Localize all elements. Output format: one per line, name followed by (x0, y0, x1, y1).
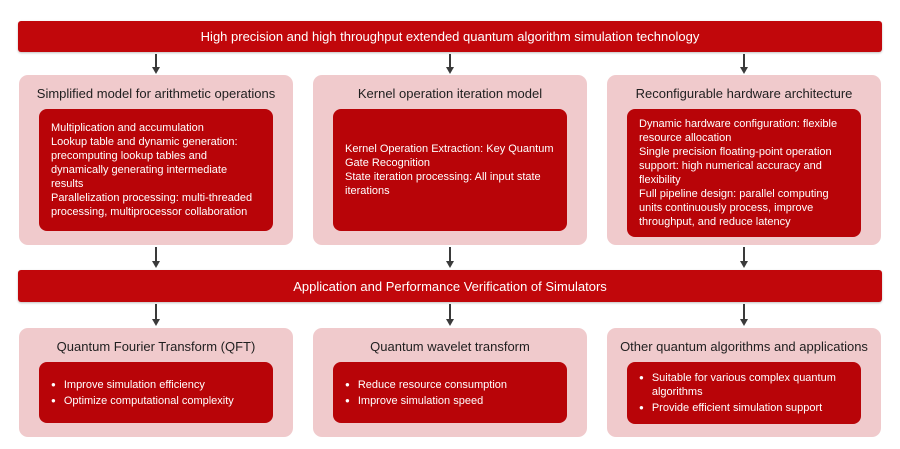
card-line: Multiplication and accumulation (51, 122, 204, 134)
card-qft: Quantum Fourier Transform (QFT) ● Improv… (19, 328, 293, 437)
card-body: ● Suitable for various complex quantum a… (627, 362, 861, 424)
down-arrow-icon (738, 247, 750, 268)
bullet-text: Improve simulation efficiency (63, 378, 205, 391)
bullet-item: ● Suitable for various complex quantum a… (639, 371, 849, 399)
card-line: Full pipeline design: parallel computing… (639, 188, 829, 228)
card-line: Dynamic hardware configuration: flexible… (639, 118, 838, 144)
card-body: Dynamic hardware configuration: flexible… (627, 109, 861, 237)
card-other-algorithms: Other quantum algorithms and application… (607, 328, 881, 437)
down-arrow-icon (444, 54, 456, 74)
card-wavelet-transform: Quantum wavelet transform ● Reduce resou… (313, 328, 587, 437)
card-line: Kernel Operation Extraction: Key Quantum… (345, 143, 554, 169)
bullet-icon: ● (345, 379, 350, 389)
card-title: Quantum Fourier Transform (QFT) (56, 339, 256, 354)
bullet-text: Reduce resource consumption (357, 378, 508, 391)
bullet-text: Suitable for various complex quantum alg… (651, 372, 836, 398)
card-title: Simplified model for arithmetic operatio… (36, 86, 276, 101)
bullet-icon: ● (51, 395, 56, 405)
card-line: Lookup table and dynamic generation: pre… (51, 136, 238, 190)
down-arrow-icon (150, 247, 162, 268)
down-arrow-icon (444, 304, 456, 326)
bullet-text: Improve simulation speed (357, 394, 484, 407)
middle-banner-label: Application and Performance Verification… (293, 278, 607, 294)
down-arrow-icon (150, 54, 162, 74)
down-arrow-icon (738, 304, 750, 326)
card-body: Kernel Operation Extraction: Key Quantum… (333, 109, 567, 231)
card-line: Parallelization processing: multi-thread… (51, 192, 253, 218)
card-title: Other quantum algorithms and application… (620, 339, 868, 354)
card-title: Quantum wavelet transform (370, 339, 530, 354)
card-body: ● Reduce resource consumption ● Improve … (333, 362, 567, 423)
card-body: Multiplication and accumulation Lookup t… (39, 109, 273, 231)
bullet-item: ● Provide efficient simulation support (639, 401, 849, 415)
card-simplified-model: Simplified model for arithmetic operatio… (19, 75, 293, 245)
bullet-icon: ● (639, 403, 644, 412)
bullet-item: ● Improve simulation speed (345, 394, 555, 408)
card-title: Reconfigurable hardware architecture (635, 86, 853, 101)
card-kernel-operation: Kernel operation iteration model Kernel … (313, 75, 587, 245)
bullet-icon: ● (345, 395, 350, 405)
bullet-text: Optimize computational complexity (63, 394, 234, 407)
card-line: State iteration processing: All input st… (345, 171, 541, 197)
card-title: Kernel operation iteration model (357, 86, 543, 101)
middle-banner: Application and Performance Verification… (18, 270, 882, 302)
bullet-item: ● Optimize computational complexity (51, 394, 261, 408)
card-reconfigurable-hardware: Reconfigurable hardware architecture Dyn… (607, 75, 881, 245)
bullet-icon: ● (51, 379, 56, 389)
bullet-icon: ● (639, 373, 644, 382)
bullet-item: ● Reduce resource consumption (345, 378, 555, 392)
down-arrow-icon (150, 304, 162, 326)
top-banner: High precision and high throughput exten… (18, 21, 882, 52)
top-banner-label: High precision and high throughput exten… (200, 29, 700, 44)
card-line: Single precision floating-point operatio… (639, 146, 832, 186)
bullet-text: Provide efficient simulation support (651, 402, 823, 414)
bullet-item: ● Improve simulation efficiency (51, 378, 261, 392)
card-body: ● Improve simulation efficiency ● Optimi… (39, 362, 273, 423)
down-arrow-icon (738, 54, 750, 74)
down-arrow-icon (444, 247, 456, 268)
